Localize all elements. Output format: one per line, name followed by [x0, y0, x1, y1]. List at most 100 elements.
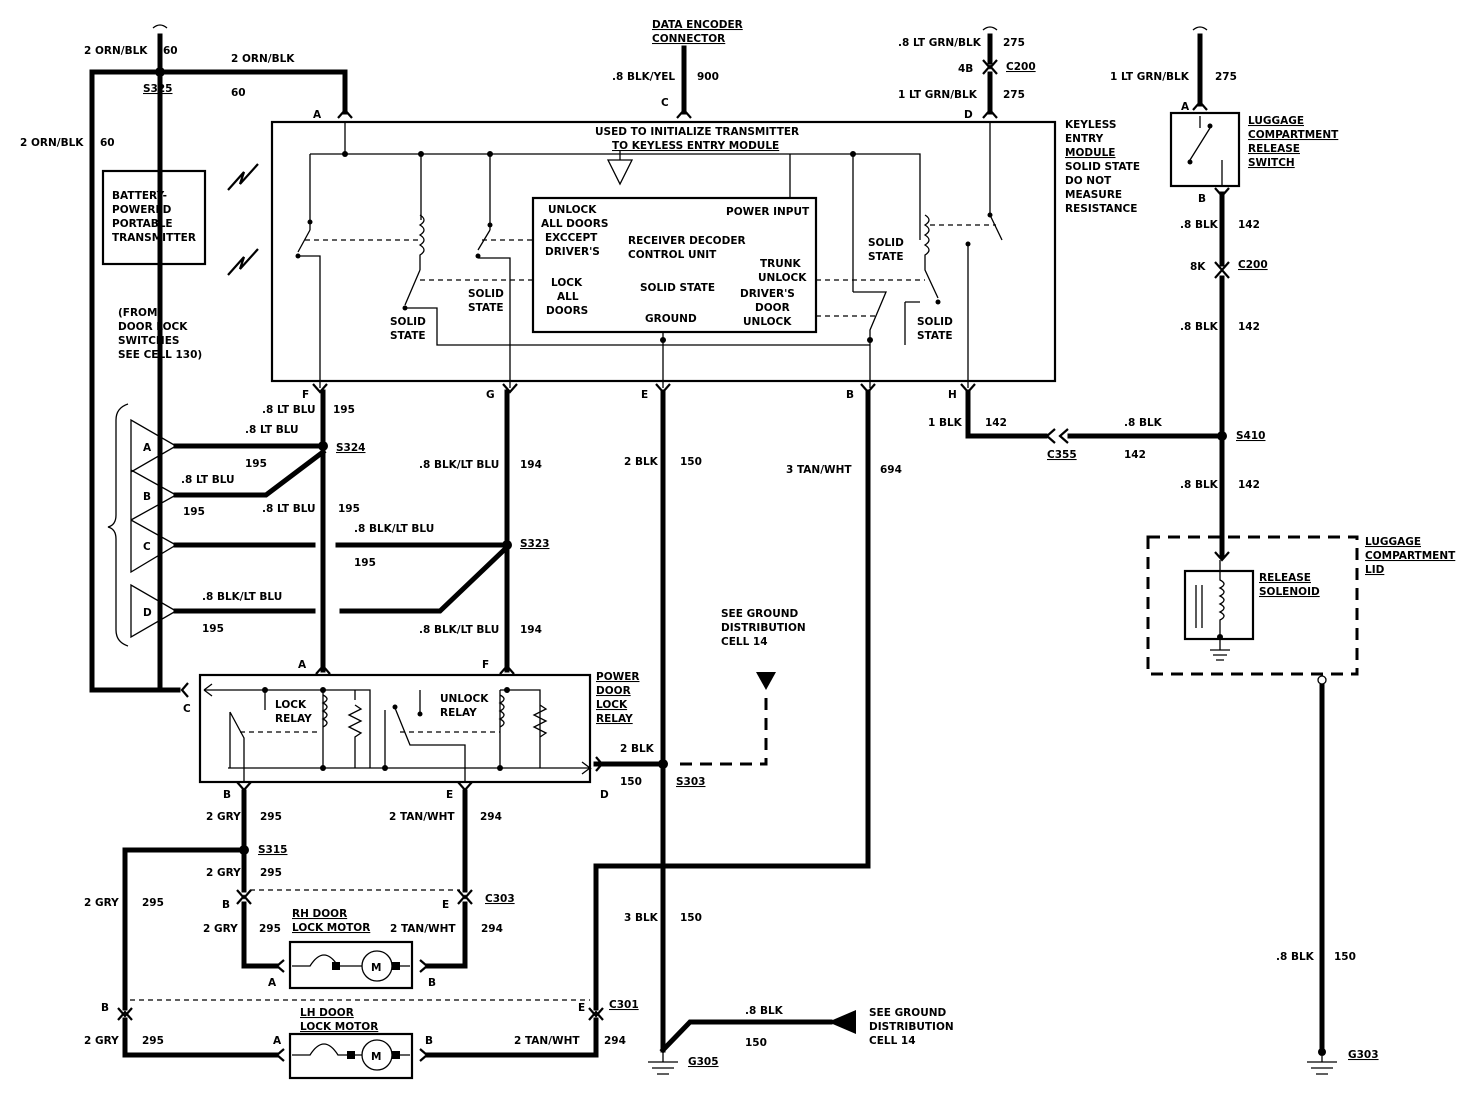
data-encoder-line2: CONNECTOR [652, 33, 725, 45]
switch-a: A [143, 442, 152, 454]
drivers-unlock-3: UNLOCK [743, 316, 792, 328]
c142-5: 142 [1238, 479, 1260, 491]
s323-label: S323 [520, 538, 549, 550]
gry2-5: 2 GRY [84, 1035, 119, 1047]
solid-2a: SOLID [468, 288, 504, 300]
from-switches-1: (FROM [118, 307, 157, 319]
module-name-2: ENTRY [1065, 133, 1104, 145]
c195-5: 195 [354, 557, 376, 569]
lh-motor-1: LH DOOR [300, 1007, 354, 1019]
lh-motor-m: M [371, 1051, 381, 1063]
lock-relay-2: RELAY [275, 713, 312, 725]
c355-label: C355 [1047, 449, 1077, 461]
ground-dist-1a: SEE GROUND [869, 1007, 947, 1019]
luggage-lid: RELEASE SOLENOID LUGGAGE COMPARTMENT LID… [1146, 535, 1456, 1075]
ground-dist-2c: CELL 14 [721, 636, 768, 648]
c200-pin-label: 4B [958, 63, 973, 75]
c294-2: 294 [481, 923, 503, 935]
transmitter-4: TRANSMITTER [112, 232, 196, 244]
lug-switch-3: RELEASE [1248, 143, 1300, 155]
pin-a-label: A [313, 109, 322, 121]
module-name-3: MODULE [1065, 147, 1115, 159]
state-1b: STATE [390, 330, 426, 342]
relay-title-3: LOCK [596, 699, 628, 711]
circuit-60-label-1: 60 [163, 45, 178, 57]
circuit-275-label-1: 275 [1003, 37, 1025, 49]
pin-e-label: E [641, 389, 648, 401]
orn-blk-label-2: 2 ORN/BLK [231, 53, 295, 65]
orn-blk-circuit: 2 ORN/BLK 60 2 ORN/BLK 60 S325 2 ORN/BLK… [20, 24, 353, 715]
relay-title-4: RELAY [596, 713, 633, 725]
circuit-60-label-2: 60 [231, 87, 246, 99]
c150-3: 150 [680, 912, 702, 924]
solid-4a: SOLID [917, 316, 953, 328]
from-switches-2: DOOR LOCK [118, 321, 188, 333]
solid-state-center: SOLID STATE [640, 282, 715, 294]
transmitter-1: BATTERY- [112, 190, 167, 202]
lt-grn-blk-8-label: .8 LT GRN/BLK [898, 37, 982, 49]
lt-grn-blk-circuit: .8 LT GRN/BLK 275 4B C200 1 LT GRN/BLK 2… [898, 26, 1036, 121]
lug-switch-2: COMPARTMENT [1248, 129, 1339, 141]
c195-1: 195 [333, 404, 355, 416]
unlock-relay-1: UNLOCK [440, 693, 489, 705]
ground-dist-2b: DISTRIBUTION [721, 622, 806, 634]
relay-pin-e: E [446, 789, 453, 801]
circuit-60-label-3: 60 [100, 137, 115, 149]
switch-c: C [143, 541, 151, 553]
rh-door-lock-motor: RH DOOR LOCK MOTOR M [288, 908, 414, 990]
c195-3: 195 [183, 506, 205, 518]
pin-f-label: F [302, 389, 309, 401]
solid-3a: SOLID [868, 237, 904, 249]
pin-c-label: C [661, 97, 669, 109]
module-title-2: TO KEYLESS ENTRY MODULE [612, 140, 779, 152]
c8k-label: 8K [1190, 261, 1206, 273]
state-3b: STATE [868, 251, 904, 263]
s325-label: S325 [143, 83, 172, 95]
lt-blu-4: .8 LT BLU [262, 503, 316, 515]
blk08-4: .8 BLK [1180, 321, 1219, 333]
blk2-2: 2 BLK [620, 743, 655, 755]
lh-motor-pin-a: A [273, 1035, 282, 1047]
ground-dist-1b: DISTRIBUTION [869, 1021, 954, 1033]
switch-b: B [143, 491, 151, 503]
lid-1: LUGGAGE [1365, 536, 1421, 548]
solenoid-2: SOLENOID [1259, 586, 1320, 598]
c301-label: C301 [609, 999, 639, 1011]
gry2-1: 2 GRY [206, 811, 241, 823]
solid-1a: SOLID [390, 316, 426, 328]
lt-blu-2: .8 LT BLU [245, 424, 299, 436]
c142-4: 142 [1238, 321, 1260, 333]
lt-grn-blk-1-label: 1 LT GRN/BLK [898, 89, 978, 101]
switch-d: D [143, 607, 152, 619]
s303-label: S303 [676, 776, 705, 788]
door-lock-switches: A B C D [107, 403, 512, 647]
unlock-all-1: UNLOCK [548, 204, 597, 216]
blk08-1: .8 BLK [745, 1005, 784, 1017]
trunk-release-circuit: 1 BLK 142 .8 BLK 142 C355 S410 [928, 389, 1265, 461]
rh-motor-2: LOCK MOTOR [292, 922, 370, 934]
c195-6: 195 [202, 623, 224, 635]
c195-2: 195 [245, 458, 267, 470]
unlock-relay-2: RELAY [440, 707, 477, 719]
blk2-1: 2 BLK [624, 456, 659, 468]
lock-all-1: LOCK [551, 277, 583, 289]
rh-pin-e: E [442, 899, 449, 911]
c150-2: 150 [620, 776, 642, 788]
lh-motor-pin-b: B [425, 1035, 433, 1047]
tan-wht2-3: 2 TAN/WHT [514, 1035, 580, 1047]
s410-label: S410 [1236, 430, 1265, 442]
receiver-1: RECEIVER DECODER [628, 235, 746, 247]
lh-pin-e: E [578, 1002, 585, 1014]
lh-door-lock-motor: LH DOOR LOCK MOTOR M [288, 1007, 414, 1080]
gry2-3: 2 GRY [84, 897, 119, 909]
lid-2: COMPARTMENT [1365, 550, 1456, 562]
c294-3: 294 [604, 1035, 626, 1047]
lt-blu-3: .8 LT BLU [181, 474, 235, 486]
c275-3: 275 [1215, 71, 1237, 83]
s324-label: S324 [336, 442, 365, 454]
unlock-all-3: EXCCEPT [545, 232, 598, 244]
rh-motor-1: RH DOOR [292, 908, 347, 920]
ground-label: GROUND [645, 313, 697, 325]
relay-pin-c: C [183, 703, 191, 715]
g305-label: G305 [688, 1056, 719, 1068]
